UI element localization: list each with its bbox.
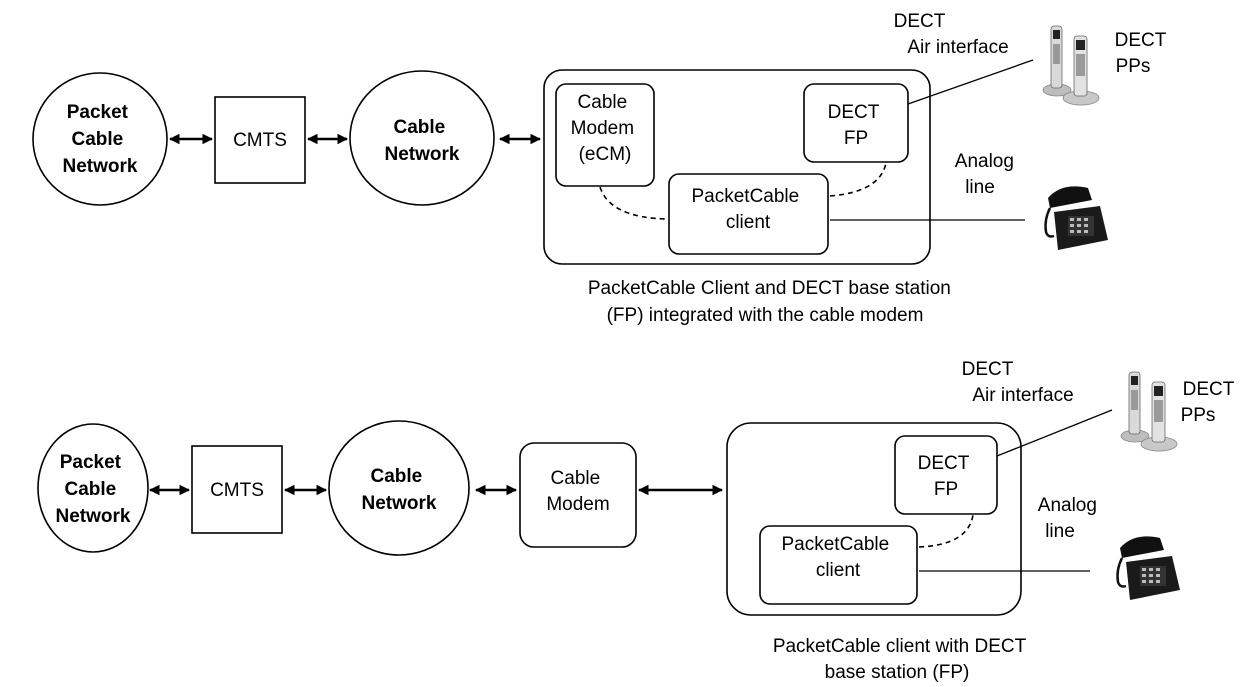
top-analog-line-label: Analog line [955,151,1019,198]
bottom-cmts-label: CMTS [210,480,264,501]
top-dashed-link-client-fp [829,162,887,197]
bottom-caption: PacketCable client with DECT base statio… [773,636,1031,683]
bottom-packetcable-network-node [37,423,149,553]
desk-phone-icon [1044,185,1110,252]
top-dect-pps-label: DECT PPs [1115,30,1172,77]
top-cable-modem-label: Cable Modem (eCM) [571,92,640,165]
dect-handset-icon [1120,371,1178,452]
top-caption: PacketCable Client and DECT base station… [588,278,956,326]
bottom-analog-line-label: Analog line [1038,495,1102,542]
bottom-diagram: Packet Cable Network CMTS Cable Network … [37,359,1240,683]
top-packetcable-client-node [668,173,829,255]
bottom-dect-pps-label: DECT PPs [1181,379,1240,426]
top-packetcable-client-label: PacketCable client [691,186,804,233]
desk-phone-icon [1116,535,1182,602]
bottom-cable-modem-label: Cable Modem [546,468,609,515]
bottom-packetcable-client-node [759,525,918,605]
bottom-air-interface-line [996,409,1113,457]
top-cable-network-label: Cable Network [385,117,460,165]
top-packetcable-network-label: Packet Cable Network [63,102,138,177]
bottom-cable-network-label: Cable Network [362,466,437,514]
top-cmts-label: CMTS [233,130,287,151]
top-packetcable-network-node [32,72,168,206]
top-cable-modem-node [555,83,655,187]
top-dect-air-interface-label: DECT Air interface [894,11,1009,58]
top-diagram: Packet Cable Network CMTS Cable Network … [32,11,1172,326]
bottom-dashed-link-client-fp [918,514,974,548]
bottom-dect-fp-node [894,435,998,515]
bottom-dect-fp-label: DECT FP [918,453,975,500]
top-dect-fp-label: DECT FP [828,102,885,149]
top-dect-fp-node [803,83,909,163]
bottom-cmts-node [191,445,283,534]
dect-handset-icon [1042,25,1100,106]
bottom-cable-network-node [328,420,470,556]
bottom-dect-air-interface-label: DECT Air interface [962,359,1074,406]
top-cable-network-node [349,70,495,206]
top-cmts-node [214,96,306,184]
top-air-interface-line [907,59,1034,105]
bottom-cable-modem-node [519,442,637,548]
bottom-packetcable-network-label: Packet Cable Network [56,452,131,527]
bottom-packetcable-client-label: PacketCable client [781,534,894,581]
